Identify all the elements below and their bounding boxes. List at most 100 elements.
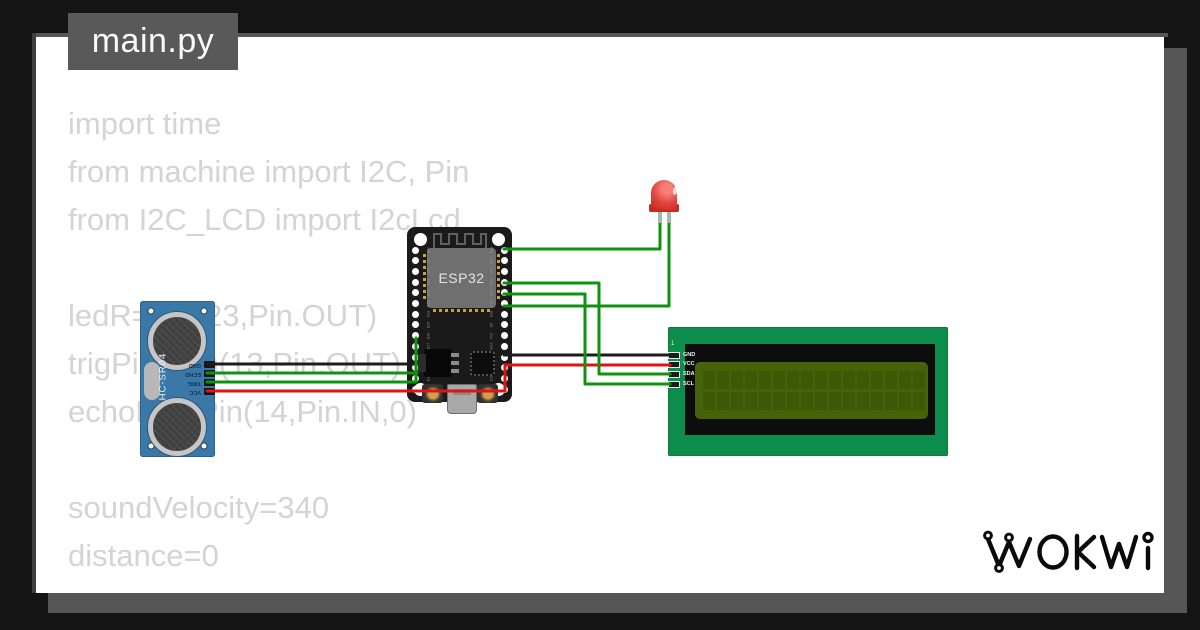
lcd-cell: [745, 392, 757, 410]
hcsr04-pin-echo[interactable]: [204, 369, 215, 377]
lcd-cell: [801, 392, 813, 410]
esp32-pin-label: D32: [427, 300, 431, 307]
lcd-screen: [695, 362, 928, 419]
esp32-pin-D35[interactable]: [411, 289, 419, 297]
esp32-pin-D2[interactable]: [500, 364, 508, 372]
lcd-cell: [731, 392, 743, 410]
lcd-pin1-index: 1: [671, 341, 675, 347]
esp32-pin-GND[interactable]: [500, 385, 508, 393]
esp32-pin-D19[interactable]: [500, 300, 508, 307]
wokwi-logo: [978, 524, 1158, 579]
frame-top: [32, 33, 1168, 37]
ultrasonic-transducer: [148, 398, 206, 456]
lcd-pin-scl[interactable]: [668, 380, 680, 388]
lcd-cell: [815, 392, 827, 410]
lcd-pin-label: SDA: [683, 370, 695, 377]
lcd-cell: [885, 392, 897, 410]
lcd-cell: [913, 392, 925, 410]
code-line: soundVelocity=340: [68, 490, 330, 525]
file-tab-mainpy[interactable]: main.py: [68, 13, 238, 70]
lcd-cell: [759, 392, 771, 410]
esp32-pin-VP[interactable]: [411, 257, 419, 265]
lcd-cell: [913, 371, 925, 389]
esp32-pin-D25[interactable]: [411, 321, 419, 329]
boot-button[interactable]: [477, 384, 498, 403]
esp32-pin-label: EN: [427, 247, 431, 253]
frame-right: [1164, 48, 1187, 613]
lcd-cell: [829, 371, 841, 389]
esp32-pin-GND[interactable]: [411, 385, 419, 393]
esp32-pin-label: D25: [427, 321, 431, 329]
esp32-pin-D33[interactable]: [411, 310, 419, 318]
esp32-pin-D21[interactable]: [500, 289, 508, 297]
logo-letter-w2: [1099, 534, 1139, 570]
lcd-pin-label: SCL: [683, 380, 694, 387]
lcd-cell: [871, 371, 883, 389]
esp32-pin-D34[interactable]: [411, 278, 419, 286]
logo-letter-o: [1037, 534, 1069, 570]
lcd-pin-sda[interactable]: [668, 370, 680, 378]
lcd-cell: [773, 371, 785, 389]
voltage-regulator: [418, 349, 459, 377]
esp32-pin-VN[interactable]: [411, 267, 419, 275]
esp32-pin-D26[interactable]: [411, 332, 419, 340]
esp32-pin-label: RX0: [490, 278, 494, 286]
frame-bottom: [48, 593, 1187, 613]
esp32-pin-label: D5: [490, 322, 494, 328]
lcd-pin-vcc[interactable]: [668, 361, 680, 369]
frame-left: [32, 33, 36, 593]
lcd-cell: [843, 371, 855, 389]
esp32-pin-label: TX0: [490, 268, 494, 275]
lcd-character-grid: [703, 371, 925, 410]
lcd-cell: [717, 371, 729, 389]
lcd-cell: [745, 371, 757, 389]
code-line: [68, 436, 469, 484]
logo-letter-w1: [985, 536, 1033, 569]
esp32-pin-D32[interactable]: [411, 300, 419, 307]
esp32-pin-label: VN: [427, 268, 431, 274]
hcsr04-pin-trig[interactable]: [204, 378, 215, 386]
mount-hole: [200, 307, 208, 315]
esp32-pin-D23[interactable]: [500, 246, 508, 254]
esp32-pin-D27[interactable]: [411, 342, 419, 350]
esp32-pin-D22[interactable]: [500, 257, 508, 265]
esp32-pin-EN[interactable]: [411, 246, 419, 254]
hcsr04-pin-label: VCC: [189, 388, 201, 395]
lcd-cell: [857, 371, 869, 389]
esp32-pin-RX2[interactable]: [500, 342, 508, 350]
esp32-pin-D5[interactable]: [500, 321, 508, 329]
esp32-pin-D18[interactable]: [500, 310, 508, 318]
esp32-pin-label: D18: [490, 310, 494, 318]
en-button[interactable]: [422, 384, 443, 403]
esp32-pin-RX0[interactable]: [500, 278, 508, 286]
esp32-pin-label: D35: [427, 289, 431, 297]
lcd-cell: [801, 371, 813, 389]
esp32-pin-label: D33: [427, 310, 431, 318]
lcd-cell: [899, 371, 911, 389]
lcd-pin-gnd[interactable]: [668, 351, 680, 359]
esp32-pin-D13[interactable]: [411, 374, 419, 382]
lcd-cell: [815, 371, 827, 389]
lcd-cell: [899, 392, 911, 410]
lcd-cell: [717, 392, 729, 410]
file-tab-label: main.py: [91, 22, 215, 60]
esp32-pin-TX0[interactable]: [500, 267, 508, 275]
esp32-pin-TX2[interactable]: [500, 332, 508, 340]
wifi-antenna: [433, 233, 487, 250]
led-red[interactable]: [645, 178, 681, 224]
lcd-cell: [857, 392, 869, 410]
hcsr04-pin-vcc[interactable]: [204, 387, 215, 395]
esp32-pin-D4[interactable]: [500, 353, 508, 361]
esp32-pin-D15[interactable]: [500, 374, 508, 382]
esp32-pin-label: TX2: [490, 332, 494, 339]
lcd-cell: [759, 371, 771, 389]
mount-hole: [492, 233, 505, 246]
mount-hole: [147, 442, 155, 450]
hcsr04-pin-gnd[interactable]: [204, 360, 215, 368]
mount-hole: [200, 442, 208, 450]
lcd-bezel: [685, 344, 935, 435]
